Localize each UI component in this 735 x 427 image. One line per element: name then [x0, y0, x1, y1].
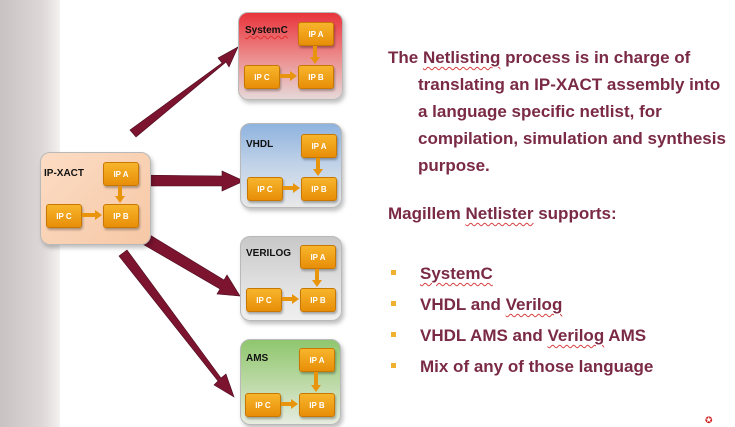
verilog-conn-ab-head [312, 280, 322, 287]
vhdl-ip-c: IP C [247, 177, 283, 201]
para2-keyword: Netlister [465, 204, 534, 223]
ams-conn-cb-head [291, 399, 298, 409]
supported-languages-list: SystemC VHDL and Verilog VHDL AMS and Ve… [388, 258, 728, 382]
source-conn-ab-head [115, 196, 125, 203]
netlisting-paragraph: The Netlisting process is in charge of t… [388, 44, 728, 179]
systemc-conn-cb-head [290, 71, 297, 81]
netlister-heading: Magillem Netlister supports: [388, 200, 728, 227]
description-text: The Netlisting process is in charge of t… [388, 44, 728, 382]
arrow-to-ams [118, 249, 235, 398]
arrow-to-vhdl [134, 170, 245, 192]
verilog-ip-b: IP B [300, 288, 336, 312]
verilog-conn-ab [315, 269, 319, 281]
para1-lead: The [388, 48, 423, 67]
list-item: SystemC [388, 258, 728, 289]
systemc-conn-cb [280, 74, 291, 78]
systemc-ip-c: IP C [244, 65, 280, 89]
vhdl-conn-cb-head [293, 183, 300, 193]
bullet-icon [391, 301, 396, 306]
source-ip-b: IP B [103, 204, 139, 228]
bullet-2-pre: VHDL and [420, 295, 506, 314]
source-box-ipxact: IP-XACT IP A IP C IP B [40, 152, 151, 245]
verilog-ip-a: IP A [300, 245, 336, 269]
vhdl-conn-ab-head [313, 169, 323, 176]
verilog-conn-cb [282, 297, 293, 301]
corner-flourish-icon: ✪ [705, 415, 713, 425]
bullet-icon [391, 270, 396, 275]
bullet-3-pre: VHDL AMS and [420, 326, 548, 345]
vhdl-ip-b: IP B [301, 177, 337, 201]
systemc-conn-ab-head [310, 57, 320, 64]
verilog-conn-cb-head [292, 294, 299, 304]
ams-ip-b: IP B [299, 393, 335, 417]
arrow-to-verilog [133, 228, 241, 297]
vhdl-ip-a: IP A [301, 134, 337, 158]
para1-keyword: Netlisting [422, 48, 501, 67]
list-item: Mix of any of those language [388, 351, 728, 382]
vhdl-conn-cb [283, 186, 294, 190]
bullet-3-keyword: Verilog [547, 326, 605, 345]
bullet-4-pre: Mix of any of those language [420, 357, 654, 376]
arrow-to-systemc [129, 46, 239, 138]
bullet-2-keyword: Verilog [505, 295, 563, 314]
bullet-1-keyword: SystemC [420, 264, 493, 283]
bullet-icon [391, 332, 396, 337]
bullet-icon [391, 363, 396, 368]
target-title-ams: AMS [246, 353, 269, 364]
list-item: VHDL AMS and Verilog AMS [388, 320, 728, 351]
target-box-verilog: VERILOG IP A IP C IP B [240, 236, 342, 321]
ams-conn-ab [314, 372, 318, 386]
list-item: VHDL and Verilog [388, 289, 728, 320]
bullet-3-post: AMS [604, 326, 647, 345]
source-ip-a: IP A [103, 162, 139, 186]
target-box-systemc: SystemC IP A IP C IP B [238, 12, 343, 100]
target-title-systemc: SystemC [245, 25, 288, 36]
source-conn-ab [118, 186, 122, 197]
para2-rest: supports: [533, 204, 617, 223]
source-conn-cb-head [95, 210, 102, 220]
source-conn-cb [82, 213, 96, 217]
target-title-vhdl: VHDL [246, 139, 274, 150]
systemc-ip-a: IP A [298, 22, 334, 46]
systemc-ip-b: IP B [298, 65, 334, 89]
target-box-vhdl: VHDL IP A IP C IP B [240, 123, 342, 208]
para2-lead: Magillem [388, 204, 466, 223]
vhdl-conn-ab [316, 158, 320, 170]
ams-conn-ab-head [311, 385, 321, 392]
ams-ip-a: IP A [299, 348, 335, 372]
source-ip-c: IP C [46, 204, 82, 228]
target-box-ams: AMS IP A IP C IP B [240, 339, 341, 425]
source-title: IP-XACT [44, 168, 84, 179]
ams-conn-cb [281, 402, 292, 406]
target-title-verilog: VERILOG [246, 248, 292, 259]
para1-rest: process is in charge of translating an I… [418, 48, 726, 175]
verilog-ip-c: IP C [246, 288, 282, 312]
systemc-conn-ab [313, 46, 317, 58]
ams-ip-c: IP C [245, 393, 281, 417]
